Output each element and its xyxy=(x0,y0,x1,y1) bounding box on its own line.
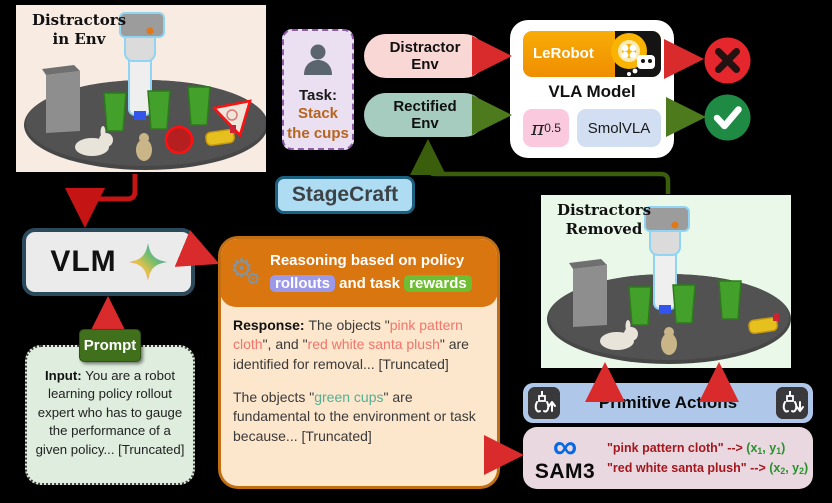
sam3-mapping-line: "pink pattern cloth" --> (x1, y1) xyxy=(607,441,786,456)
gripper-place-icon xyxy=(776,387,808,419)
stagecraft-label: StageCraft xyxy=(291,183,399,206)
task-text-line2: the cups xyxy=(287,125,349,143)
rectified-env-title: Distractors Removed xyxy=(556,201,652,238)
smolvla-policy-pill: SmolVLA xyxy=(577,109,661,147)
prompt-label: Prompt xyxy=(83,337,137,354)
response-text: Response: The objects "pink pattern clot… xyxy=(221,306,497,470)
primitive-actions-bar: Primitive Actions xyxy=(523,383,813,423)
response-paragraph-1: Response: The objects "pink pattern clot… xyxy=(233,317,469,372)
failure-x-icon xyxy=(704,37,751,84)
success-check-icon xyxy=(704,94,751,141)
gears-icon: ⚙ ⚙ xyxy=(230,252,261,288)
lerobot-mascot-icon xyxy=(611,31,661,77)
user-icon xyxy=(304,44,332,75)
gemini-sparkle-icon xyxy=(128,243,167,281)
task-box: Task: Stack the cups xyxy=(282,29,354,150)
task-text-line1: Stack xyxy=(297,105,339,122)
response-paragraph-2: The objects "green cups" are fundamental… xyxy=(233,388,476,444)
rectified-env-photo: Distractors Removed xyxy=(541,195,791,368)
gripper-pick-icon xyxy=(528,387,560,419)
sam3-name: SAM3 xyxy=(534,460,596,484)
sam3-logo: ∞ SAM3 xyxy=(529,427,601,484)
distractor-env-photo: Distractors in Env xyxy=(16,5,266,172)
sam3-grounding-output: "pink pattern cloth" --> (x1, y1) "red w… xyxy=(607,438,808,478)
meta-infinity-icon: ∞ xyxy=(552,427,578,466)
vlm-label: VLM xyxy=(50,245,117,278)
robot-scene-clean-illustration xyxy=(547,206,791,364)
lerobot-logo-text: LeRobot xyxy=(533,45,594,62)
prompt-badge: Prompt xyxy=(79,329,141,362)
stagecraft-label-box: StageCraft xyxy=(275,176,415,214)
robot-scene-illustration xyxy=(24,12,266,170)
primitive-actions-label: Primitive Actions xyxy=(598,393,738,412)
vla-model-title: VLA Model xyxy=(548,82,636,101)
input-prompt-box: Input: You are a robot learning policy r… xyxy=(25,345,195,485)
task-label: Task: xyxy=(298,87,338,104)
reasoning-header-text: Reasoning based on policy rollouts and t… xyxy=(270,250,486,295)
sam3-panel: ∞ SAM3 "pink pattern cloth" --> (x1, y1)… xyxy=(523,427,813,489)
distractor-env-title: Distractors in Env xyxy=(31,11,127,48)
reasoning-response-panel: ⚙ ⚙ Reasoning based on policy rollouts a… xyxy=(218,236,500,489)
sam3-mapping-line: "red white santa plush" --> (x2, y2) xyxy=(607,461,809,476)
vlm-box: VLM xyxy=(22,228,195,296)
arrow-vlm-to-reasoning xyxy=(174,230,220,267)
lerobot-logo: LeRobot xyxy=(523,31,661,77)
reasoning-header: ⚙ ⚙ Reasoning based on policy rollouts a… xyxy=(221,239,497,307)
arrow-image-to-vlm xyxy=(65,174,138,228)
